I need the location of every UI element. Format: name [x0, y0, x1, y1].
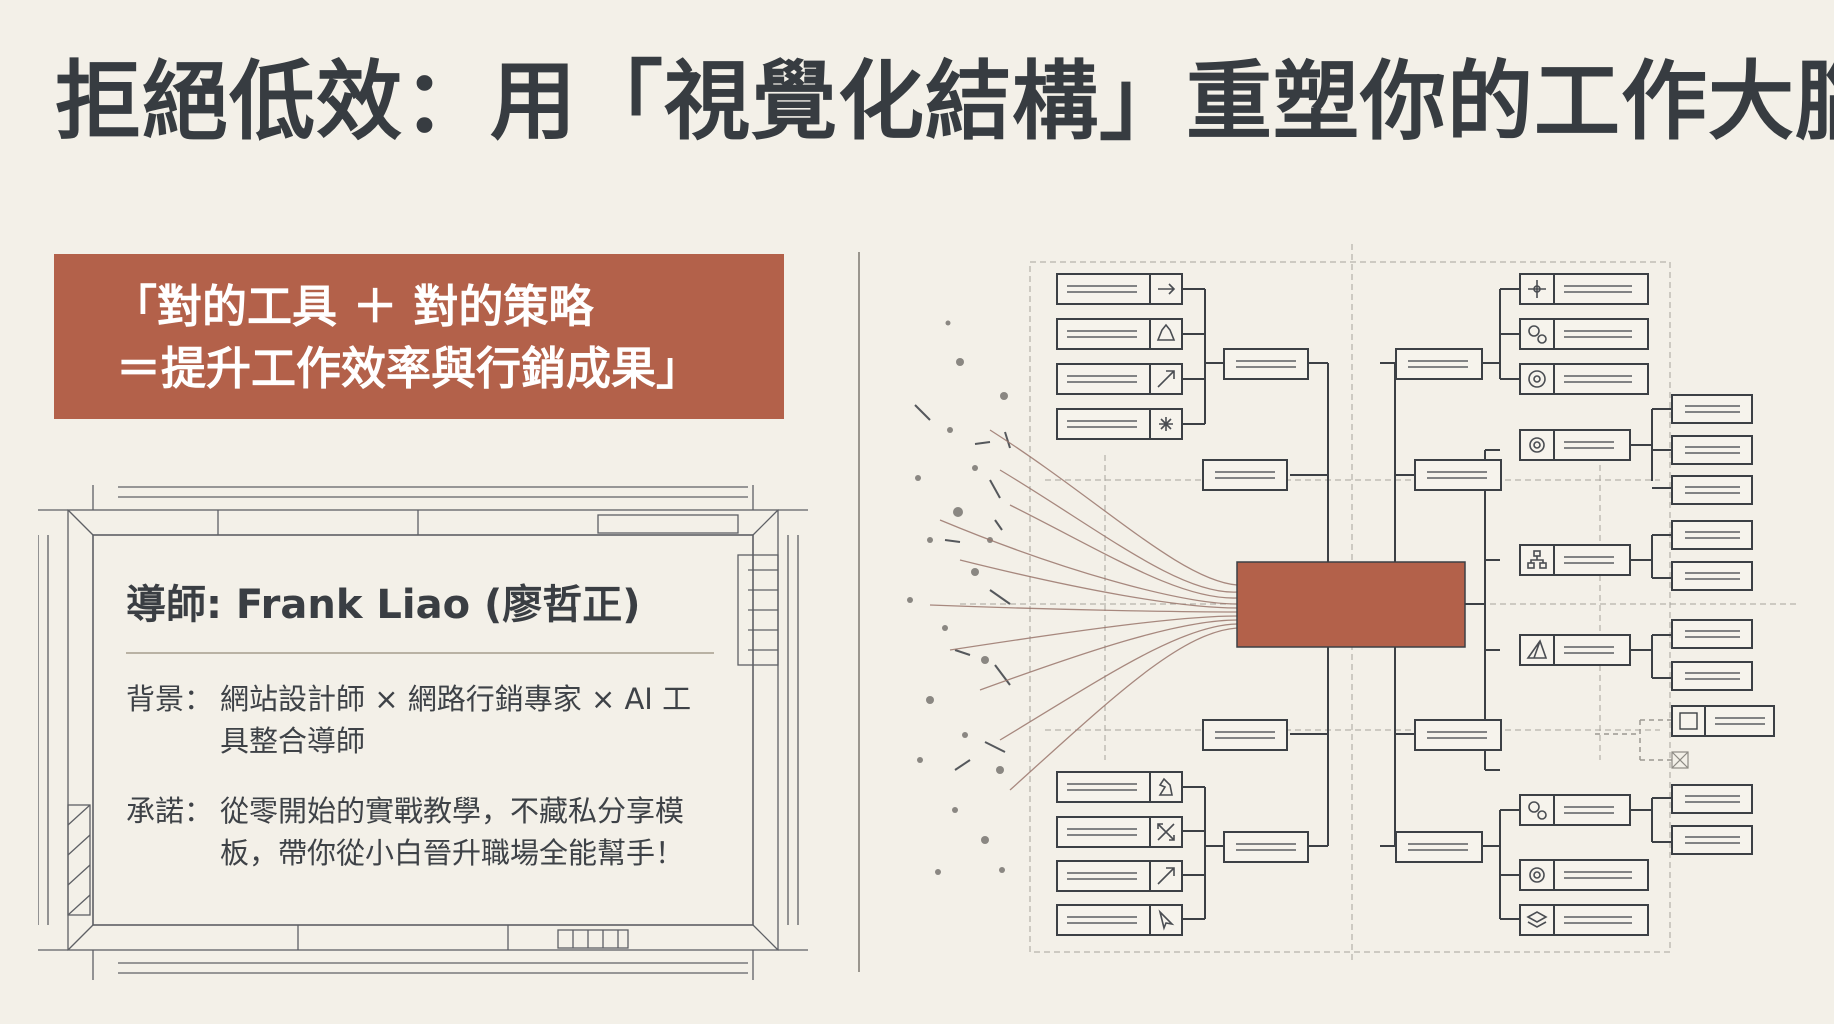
right-node	[1519, 794, 1631, 826]
right-node	[1519, 634, 1631, 666]
leaf-node	[1671, 394, 1753, 424]
quote-line-1: 「對的工具 ＋ 對的策略	[112, 280, 594, 333]
right-branch-node	[1414, 719, 1502, 751]
compass-icon	[1528, 280, 1546, 298]
knight-icon	[1158, 777, 1173, 796]
left-node	[1056, 318, 1183, 350]
leaf-node-with-icon	[1671, 705, 1775, 737]
left-node	[1056, 363, 1183, 395]
right-node	[1519, 273, 1649, 305]
left-branch-node	[1223, 831, 1309, 863]
boxes	[1056, 273, 1775, 936]
structure-diagram	[907, 244, 1800, 960]
pyramid-icon	[1526, 639, 1548, 659]
leaf-node	[1671, 561, 1753, 591]
converging-lines	[929, 429, 1238, 791]
left-node	[1056, 816, 1183, 848]
target-icon	[1528, 370, 1546, 388]
pointer-icon	[1158, 909, 1175, 931]
gear-icon	[1529, 437, 1545, 453]
background-label: 背景：	[126, 682, 214, 716]
org-chart-icon	[1527, 550, 1547, 569]
scatter-dashes	[914, 404, 1011, 771]
arrow-up-right-icon	[1157, 370, 1175, 388]
promise-row: 承諾： 從零開始的實戰教學，不藏私分享模板，帶你從小白晉升職場全能幫手！	[126, 790, 746, 874]
scatter-dots	[907, 320, 1008, 875]
ship-icon	[1156, 323, 1176, 341]
right-branch-node	[1414, 459, 1502, 491]
blueprint-frame	[38, 485, 808, 980]
instructor-card: 導師: Frank Liao (廖哲正) 背景： 網站設計師 × 網路行銷專家 …	[92, 536, 746, 916]
left-node	[1056, 273, 1183, 305]
arrow-up-right-icon	[1157, 867, 1175, 885]
leaf-node	[1671, 661, 1753, 691]
left-branch-node	[1223, 348, 1309, 380]
left-branch-node	[1202, 459, 1288, 491]
leaf-node	[1671, 520, 1753, 550]
spark-icon	[1159, 417, 1173, 431]
leaf-node	[1671, 435, 1753, 465]
promise-label: 承諾：	[126, 794, 214, 828]
right-node	[1519, 318, 1649, 350]
central-hub	[1236, 561, 1466, 648]
dashed-branch	[1595, 719, 1672, 761]
promise-text: 從零開始的實戰教學，不藏私分享模板，帶你從小白晉升職場全能幫手！	[220, 794, 685, 870]
page-title: 拒絕低效：用「視覺化結構」重塑你的工作大腦	[55, 52, 1834, 152]
right-node	[1519, 363, 1649, 395]
left-node	[1056, 904, 1183, 936]
left-branch-node	[1202, 719, 1288, 751]
right-node	[1519, 429, 1631, 461]
quote-banner: 「對的工具 ＋ 對的策略 ＝提升工作效率與行銷成果」	[54, 254, 784, 419]
layers-icon	[1526, 911, 1548, 928]
icon-layer	[1156, 280, 1548, 931]
left-node	[1056, 860, 1183, 892]
left-node	[1056, 771, 1183, 803]
close-box-icon	[1671, 751, 1689, 769]
background-text: 網站設計師 × 網路行銷專家 × AI 工具整合導師	[220, 682, 692, 758]
instructor-name: 導師: Frank Liao (廖哲正)	[126, 582, 641, 628]
right-node	[1519, 859, 1649, 891]
divider	[126, 652, 714, 654]
gear-icon	[1529, 867, 1545, 883]
leaf-node	[1671, 825, 1753, 855]
leaf-node	[1671, 619, 1753, 649]
gears-icon	[1528, 801, 1547, 820]
right-branch-node	[1395, 348, 1483, 380]
leaf-node	[1671, 784, 1753, 814]
vertical-divider	[858, 252, 860, 972]
right-branch-node	[1395, 831, 1483, 863]
expand-icon	[1157, 823, 1175, 841]
arrow-right-icon	[1158, 283, 1176, 295]
background-row: 背景： 網站設計師 × 網路行銷專家 × AI 工具整合導師	[126, 678, 746, 762]
quote-line-2: ＝提升工作效率與行銷成果」	[116, 342, 702, 395]
gears-icon	[1528, 325, 1547, 344]
leaf-node	[1671, 475, 1753, 505]
